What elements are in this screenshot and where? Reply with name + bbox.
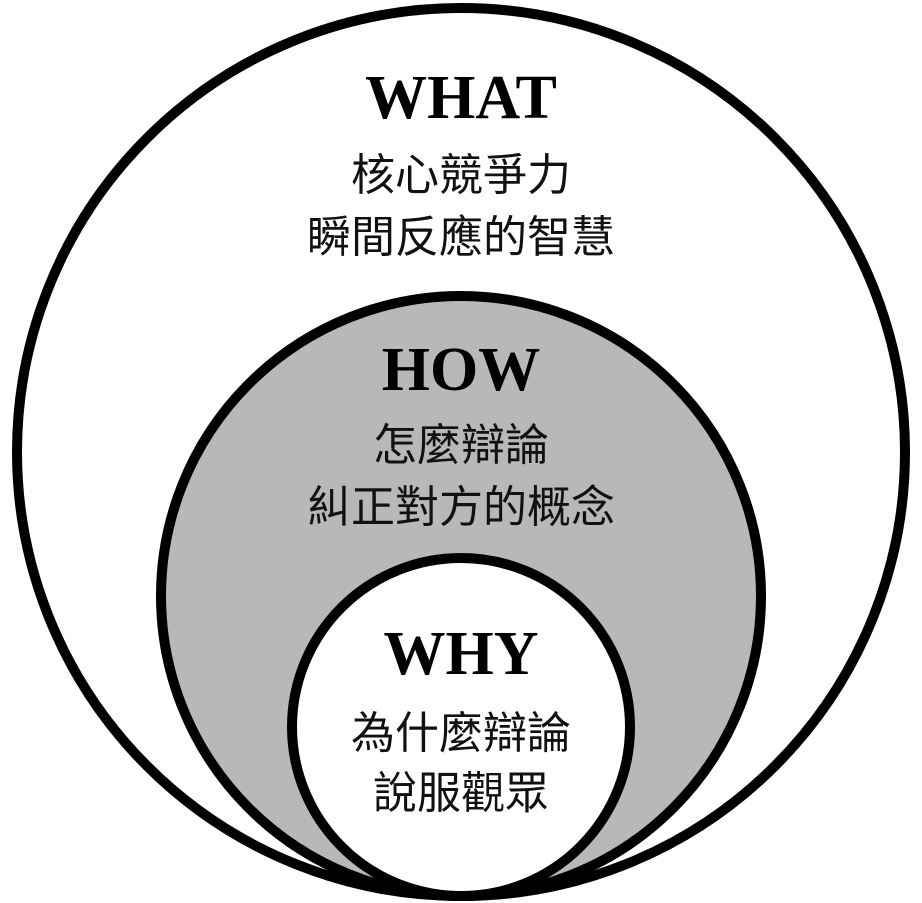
inner-circle-why	[287, 553, 635, 901]
what-line-1: 核心競爭力	[351, 150, 571, 201]
how-line-1: 怎麼辯論	[373, 420, 549, 471]
why-line-2: 說服觀眾	[373, 768, 549, 819]
how-title: HOW	[382, 336, 540, 404]
how-line-2: 糾正對方的概念	[307, 482, 615, 533]
what-title: WHAT	[365, 64, 557, 132]
what-line-2: 瞬間反應的智慧	[307, 212, 615, 263]
why-line-1: 為什麼辯論	[351, 708, 571, 759]
why-title: WHY	[384, 620, 539, 688]
